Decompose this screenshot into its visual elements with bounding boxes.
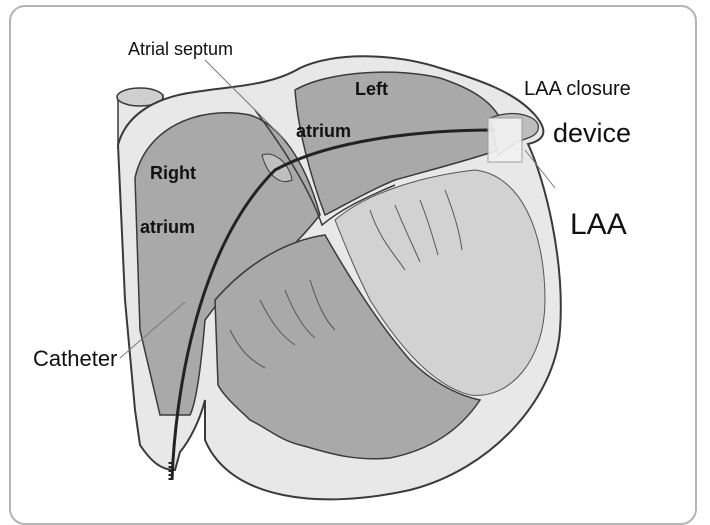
label-laa: LAA (570, 210, 627, 240)
label-catheter: Catheter (33, 348, 117, 370)
label-laa-closure: LAA closure (524, 79, 631, 99)
label-right-atrium-line1: Right (150, 164, 196, 182)
label-right-atrium-line2: atrium (140, 218, 195, 236)
label-left-atrium-line1: Left (355, 80, 388, 98)
label-device: device (553, 120, 631, 147)
label-left-atrium-line2: atrium (296, 122, 351, 140)
label-atrial-septum: Atrial septum (128, 40, 233, 58)
laa-closure-device (488, 118, 522, 162)
